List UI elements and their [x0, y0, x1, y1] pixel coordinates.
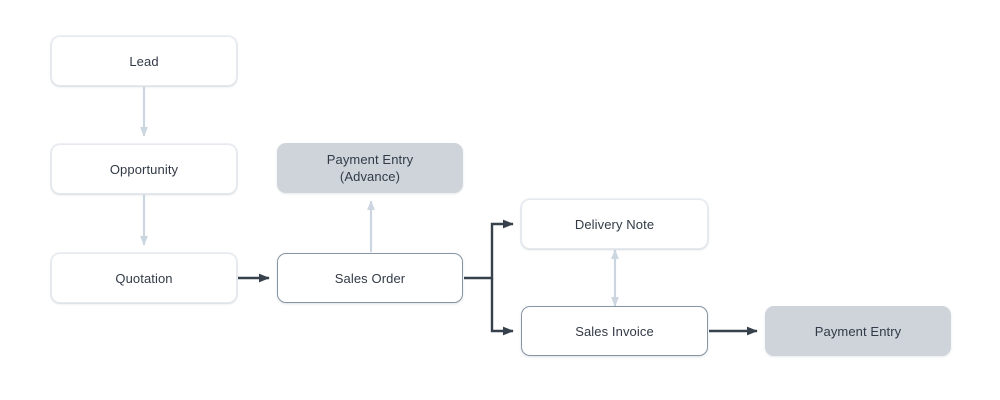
node-quotation[interactable]: Quotation: [51, 253, 237, 303]
node-delivery-note[interactable]: Delivery Note: [521, 199, 708, 249]
node-label-sales-order: Sales Order: [334, 270, 406, 286]
edge-sales-order-to-sales-invoice: [490, 278, 514, 336]
node-label-payment-entry: Payment Entry: [814, 323, 902, 339]
node-label-payment-entry-advance: Payment Entry (Advance): [326, 152, 414, 184]
node-opportunity[interactable]: Opportunity: [51, 144, 237, 194]
edge-sales-order-to-delivery-note: [464, 219, 514, 280]
node-lead[interactable]: Lead: [51, 36, 237, 86]
node-label-delivery-note: Delivery Note: [574, 216, 655, 232]
node-label-opportunity: Opportunity: [109, 161, 179, 177]
node-sales-invoice[interactable]: Sales Invoice: [521, 306, 708, 356]
node-payment-entry[interactable]: Payment Entry: [765, 306, 951, 356]
node-label-lead: Lead: [129, 53, 159, 69]
node-label-quotation: Quotation: [115, 270, 173, 286]
node-sales-order[interactable]: Sales Order: [277, 253, 463, 303]
node-payment-entry-advance[interactable]: Payment Entry (Advance): [277, 143, 463, 193]
node-label-sales-invoice: Sales Invoice: [575, 323, 654, 339]
